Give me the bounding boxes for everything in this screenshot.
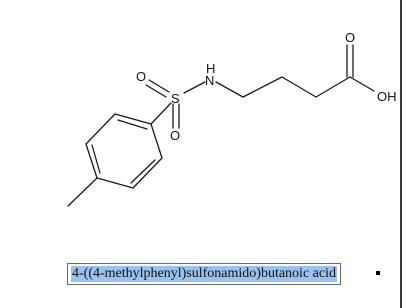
ring-bond	[132, 157, 163, 189]
ring-sulfur-bond	[150, 102, 172, 125]
nitrogen-atom-label: N	[205, 73, 214, 88]
chain-bond	[242, 76, 283, 98]
sulfonyl-oxygen-bottom-label: O	[170, 128, 180, 143]
sulfonyl-oxygen-top-label: O	[136, 69, 146, 84]
sulfonyl-double-bond-top	[148, 79, 170, 93]
hydroxyl-bond	[349, 76, 375, 92]
sulfur-atom-label: S	[171, 91, 180, 106]
compound-name-label[interactable]: 4-((4-methylphenyl)sulfonamido)butanoic …	[71, 266, 337, 282]
methyl-bond	[67, 177, 98, 207]
resize-handle[interactable]	[376, 271, 380, 275]
nh-hydrogen-label: H	[206, 61, 215, 76]
ring-double-bond	[117, 119, 148, 130]
ring-double-bond	[130, 159, 156, 184]
hydroxyl-label: OH	[377, 89, 397, 104]
compound-name-box[interactable]: 4-((4-methylphenyl)sulfonamido)butanoic …	[67, 263, 341, 285]
ring-double-bond	[91, 144, 101, 174]
ring-bond	[85, 143, 98, 179]
chain-bond	[281, 76, 317, 98]
window-edge	[400, 0, 402, 308]
ring-bond	[114, 113, 152, 125]
sulfur-nitrogen-bond	[183, 81, 206, 94]
ring-bond	[96, 177, 134, 189]
nitrogen-carbon-bond	[215, 81, 244, 98]
ring-bond	[85, 113, 116, 145]
carbonyl-oxygen-label: O	[345, 30, 355, 45]
sulfonyl-double-bond-top	[145, 84, 167, 98]
benzene-ring	[85, 113, 163, 189]
chain-bond	[315, 76, 351, 98]
ring-bond	[150, 123, 163, 159]
